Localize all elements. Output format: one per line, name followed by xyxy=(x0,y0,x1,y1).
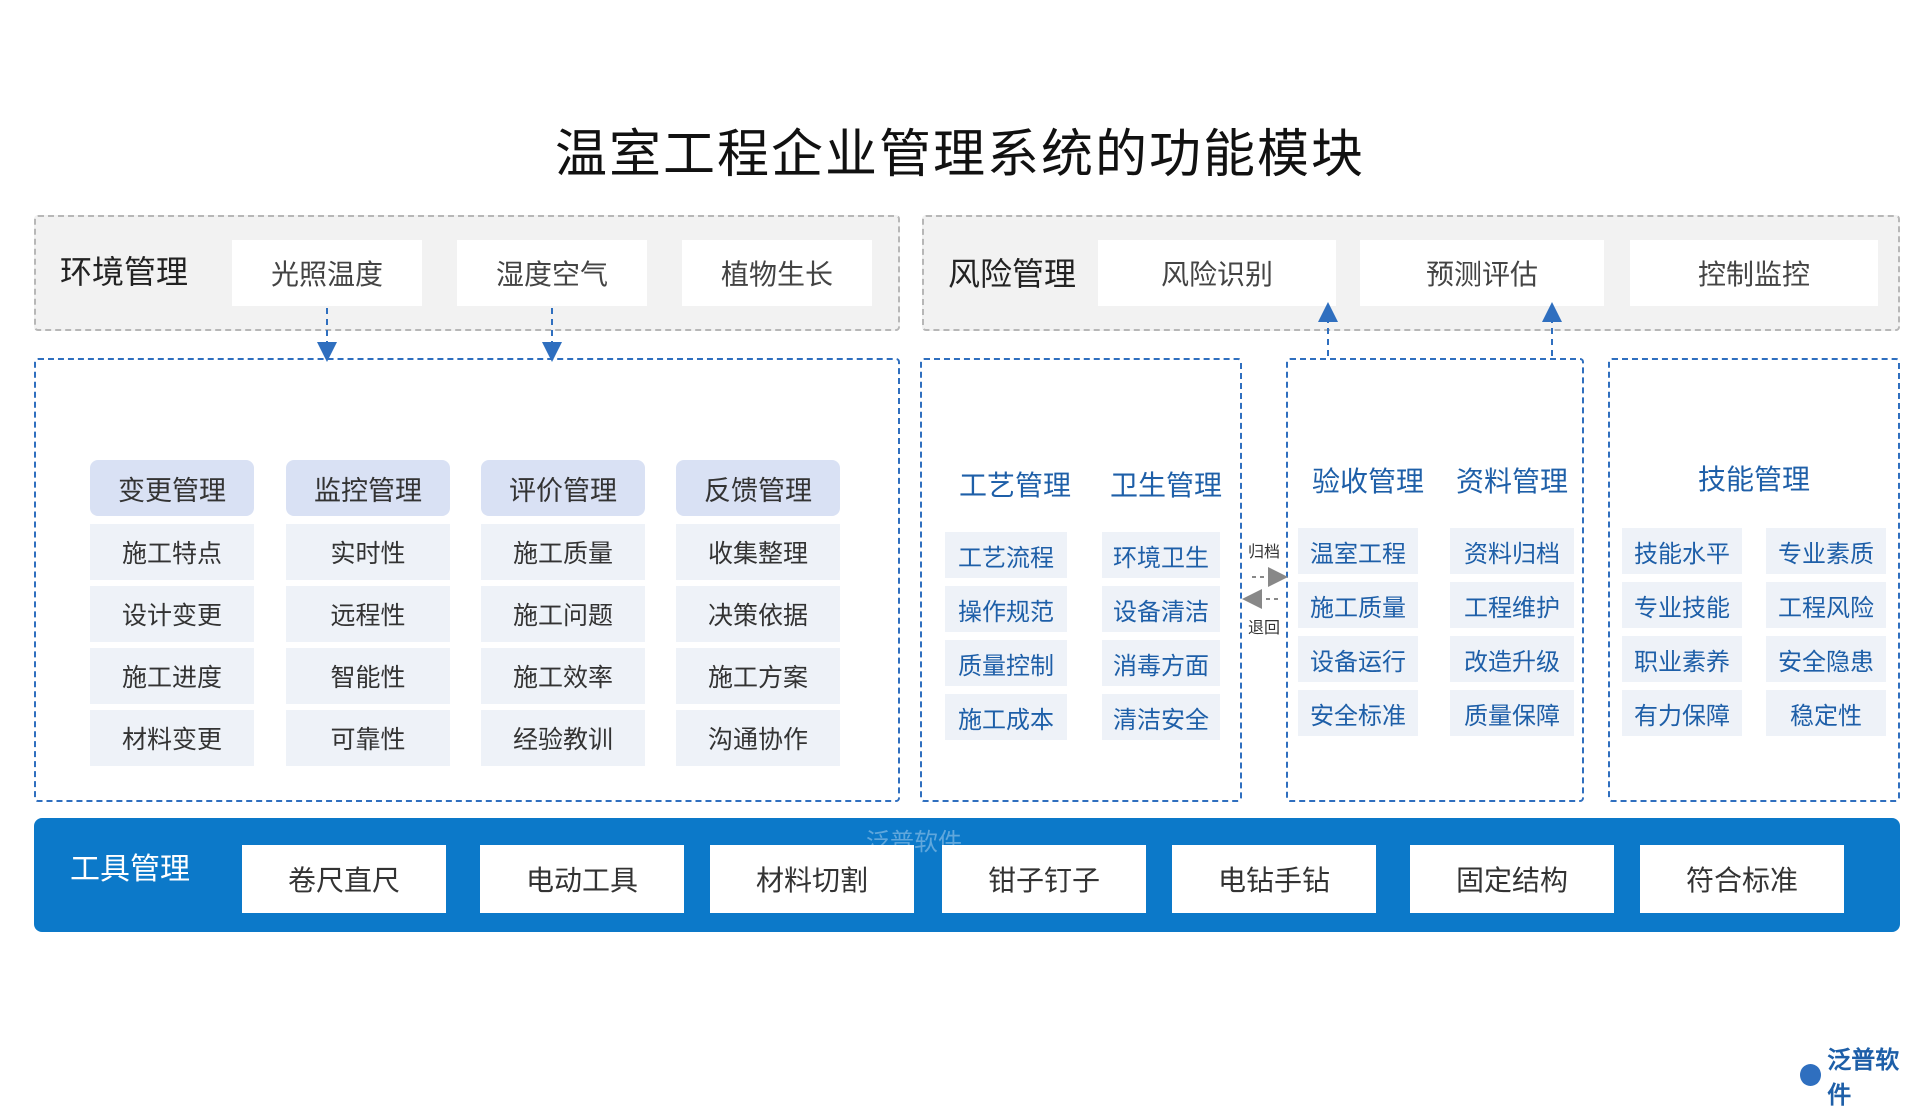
group-item[interactable]: 远程性 xyxy=(286,586,450,642)
return-label: 退回 xyxy=(1248,618,1281,637)
group-item[interactable]: 清洁安全 xyxy=(1102,694,1220,740)
group-item[interactable]: 决策依据 xyxy=(676,586,840,642)
group-item[interactable]: 经验教训 xyxy=(481,710,645,766)
tool-item-material-cutting[interactable]: 材料切割 xyxy=(710,845,914,913)
group-head-monitor[interactable]: 监控管理 xyxy=(286,460,450,516)
group-item[interactable]: 环境卫生 xyxy=(1102,532,1220,578)
group-item[interactable]: 施工质量 xyxy=(481,524,645,580)
group-item[interactable]: 智能性 xyxy=(286,648,450,704)
group-item[interactable]: 可靠性 xyxy=(286,710,450,766)
logo-text: 泛普软件 xyxy=(1827,1047,1900,1109)
group-item[interactable]: 施工问题 xyxy=(481,586,645,642)
risk-item-identify[interactable]: 风险识别 xyxy=(1098,240,1336,306)
group-item[interactable]: 施工特点 xyxy=(90,524,254,580)
group-item[interactable]: 沟通协作 xyxy=(676,710,840,766)
group-head-hygiene[interactable]: 卫生管理 xyxy=(1109,469,1222,502)
environment-label: 环境管理 xyxy=(60,253,189,291)
skills-item[interactable]: 技能水平 xyxy=(1622,528,1742,574)
group-item[interactable]: 消毒方面 xyxy=(1102,640,1220,686)
tool-item-fixed-structure[interactable]: 固定结构 xyxy=(1410,845,1614,913)
skills-item[interactable]: 稳定性 xyxy=(1766,690,1886,736)
group-item[interactable]: 改造升级 xyxy=(1450,636,1574,682)
connector-arrows xyxy=(317,302,1562,609)
group-head-feedback[interactable]: 反馈管理 xyxy=(676,460,840,516)
tool-item-pliers-nails[interactable]: 钳子钉子 xyxy=(942,845,1146,913)
group-item[interactable]: 实时性 xyxy=(286,524,450,580)
group-item[interactable]: 资料归档 xyxy=(1450,528,1574,574)
group-item[interactable]: 设备清洁 xyxy=(1102,586,1220,632)
group-item[interactable]: 收集整理 xyxy=(676,524,840,580)
group-item[interactable]: 施工效率 xyxy=(481,648,645,704)
group-item[interactable]: 施工成本 xyxy=(945,694,1067,740)
group-head-acceptance[interactable]: 验收管理 xyxy=(1311,465,1424,498)
env-item-plant-growth[interactable]: 植物生长 xyxy=(682,240,872,306)
tool-item-tape-ruler[interactable]: 卷尺直尺 xyxy=(242,845,446,913)
tool-item-power-tools[interactable]: 电动工具 xyxy=(480,845,684,913)
group-item[interactable]: 温室工程 xyxy=(1298,528,1418,574)
archive-label: 归档 xyxy=(1248,542,1281,561)
group-item[interactable]: 质量控制 xyxy=(945,640,1067,686)
tools-label: 工具管理 xyxy=(70,852,190,887)
group-head-data[interactable]: 资料管理 xyxy=(1455,465,1568,498)
group-item[interactable]: 材料变更 xyxy=(90,710,254,766)
center-watermark: 泛普软件 xyxy=(866,829,962,856)
group-item[interactable]: 设备运行 xyxy=(1298,636,1418,682)
group-head-skills[interactable]: 技能管理 xyxy=(1697,463,1810,496)
corner-logo: 泛普软件 xyxy=(1800,1040,1920,1110)
risk-item-control[interactable]: 控制监控 xyxy=(1630,240,1878,306)
env-item-light-temp[interactable]: 光照温度 xyxy=(232,240,422,306)
group-item[interactable]: 施工进度 xyxy=(90,648,254,704)
logo-icon xyxy=(1800,1064,1822,1086)
group-item[interactable]: 操作规范 xyxy=(945,586,1067,632)
skills-item[interactable]: 工程风险 xyxy=(1766,582,1886,628)
skills-item[interactable]: 专业素质 xyxy=(1766,528,1886,574)
group-item[interactable]: 工艺流程 xyxy=(945,532,1067,578)
group-item[interactable]: 设计变更 xyxy=(90,586,254,642)
skills-item[interactable]: 安全隐患 xyxy=(1766,636,1886,682)
tool-item-standards[interactable]: 符合标准 xyxy=(1640,845,1844,913)
group-head-evaluation[interactable]: 评价管理 xyxy=(481,460,645,516)
skills-item[interactable]: 专业技能 xyxy=(1622,582,1742,628)
group-item[interactable]: 施工方案 xyxy=(676,648,840,704)
env-item-humidity-air[interactable]: 湿度空气 xyxy=(457,240,647,306)
skills-item[interactable]: 有力保障 xyxy=(1622,690,1742,736)
page-title: 温室工程企业管理系统的功能模块 xyxy=(554,125,1365,185)
group-item[interactable]: 工程维护 xyxy=(1450,582,1574,628)
group-item[interactable]: 安全标准 xyxy=(1298,690,1418,736)
risk-item-forecast[interactable]: 预测评估 xyxy=(1360,240,1604,306)
group-head-change[interactable]: 变更管理 xyxy=(90,460,254,516)
group-item[interactable]: 质量保障 xyxy=(1450,690,1574,736)
risk-label: 风险管理 xyxy=(948,255,1077,293)
tool-item-drills[interactable]: 电钻手钻 xyxy=(1172,845,1376,913)
group-item[interactable]: 施工质量 xyxy=(1298,582,1418,628)
skills-item[interactable]: 职业素养 xyxy=(1622,636,1742,682)
group-head-craft[interactable]: 工艺管理 xyxy=(958,469,1071,502)
